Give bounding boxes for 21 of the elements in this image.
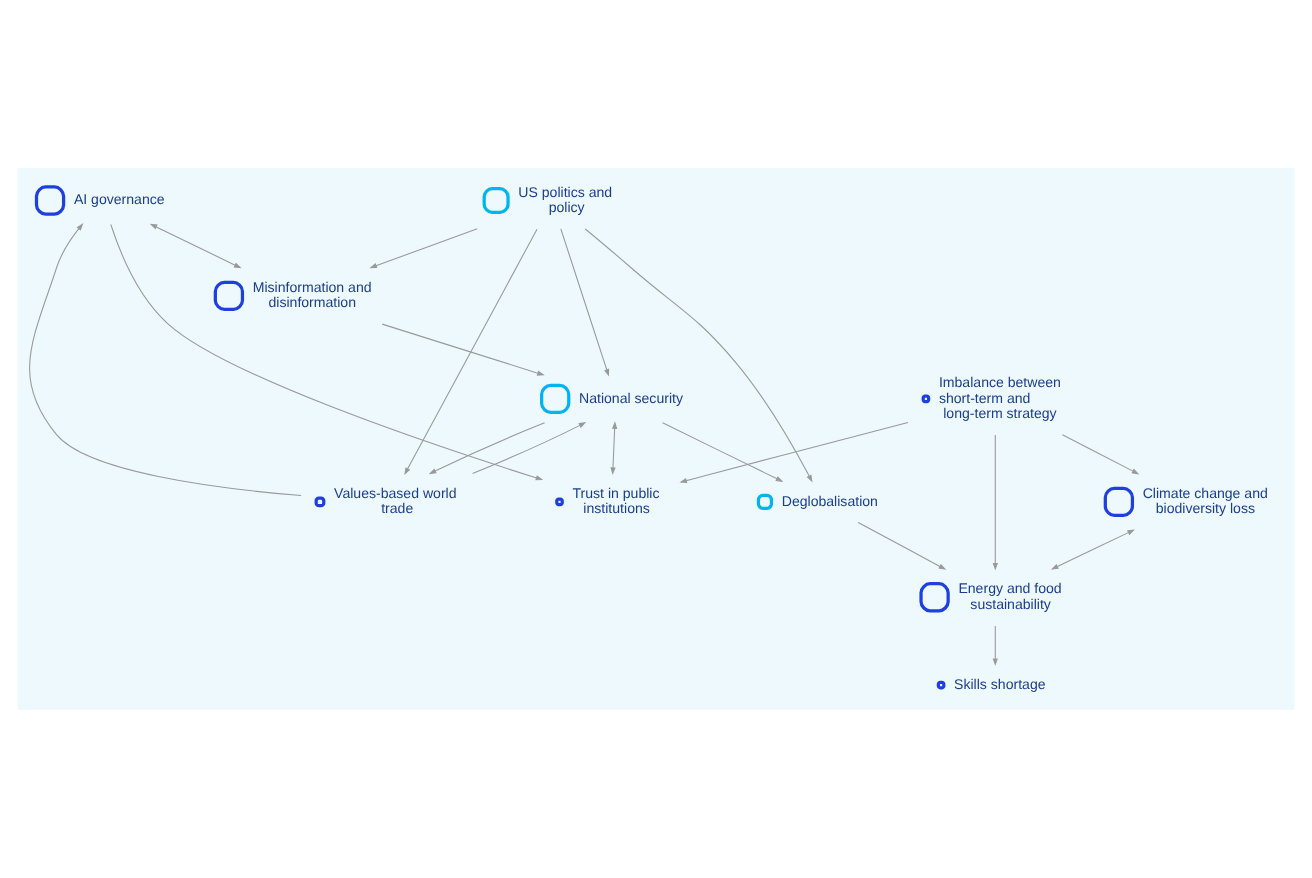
node-circle <box>921 394 931 404</box>
arrow <box>472 422 587 475</box>
arrow <box>560 228 610 377</box>
arrow <box>1061 434 1140 475</box>
arrow <box>992 625 998 666</box>
arrow <box>610 421 618 475</box>
arrow <box>404 228 538 476</box>
node-circle <box>555 497 564 507</box>
arrow <box>149 223 242 269</box>
arrow <box>29 223 302 497</box>
arrow <box>857 521 947 570</box>
arrow <box>662 422 784 482</box>
arrow <box>992 434 998 571</box>
arrow <box>369 228 478 269</box>
arrow <box>1050 529 1135 570</box>
arrow <box>679 422 909 484</box>
arrow <box>428 422 546 475</box>
arrow <box>381 323 545 376</box>
arrow <box>110 224 544 481</box>
arrow <box>584 228 813 483</box>
node-circle <box>936 680 946 690</box>
